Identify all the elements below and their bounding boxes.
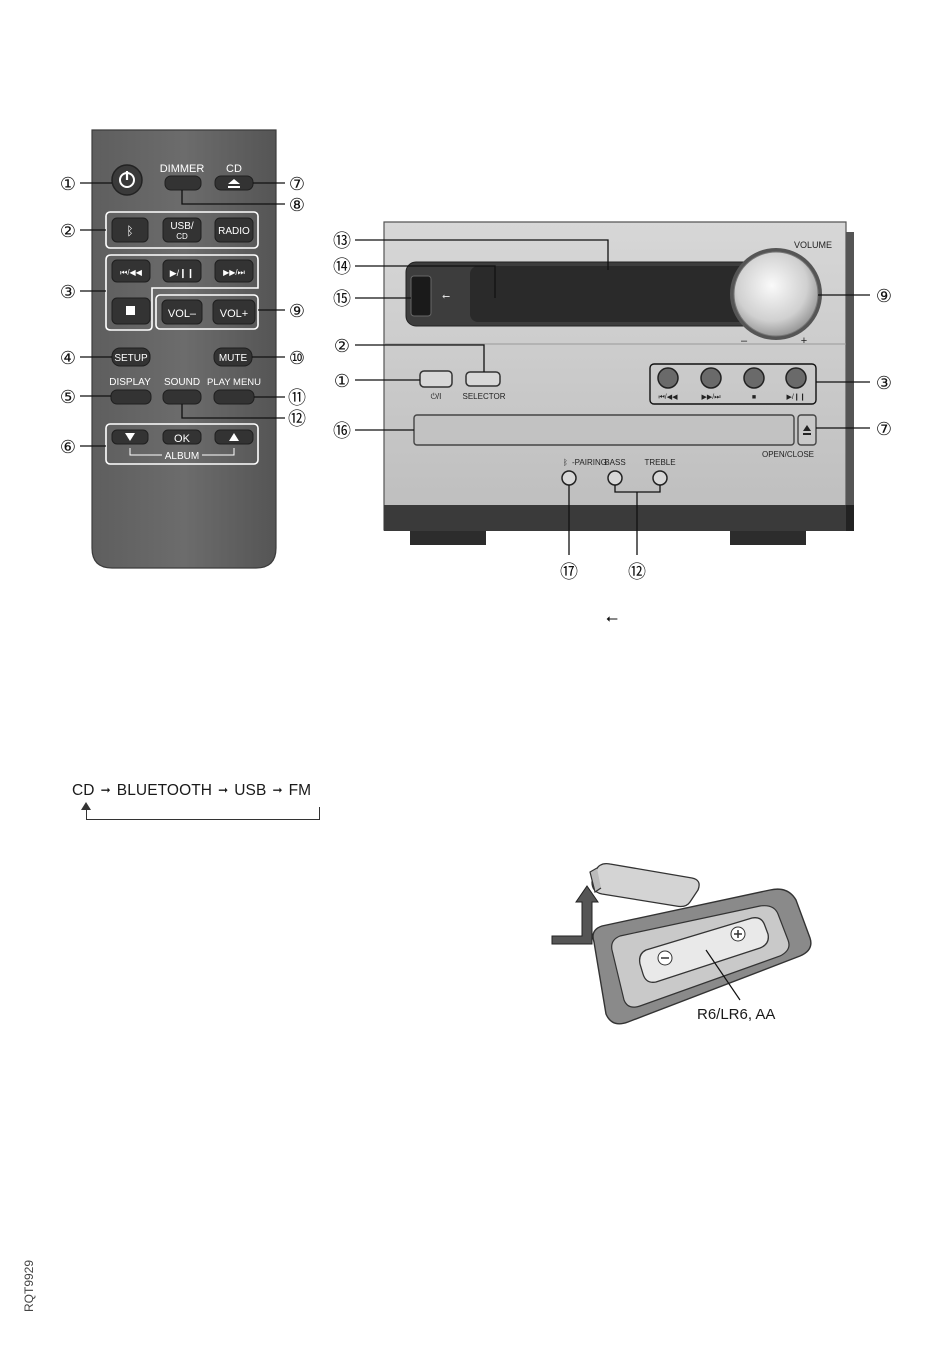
callout-15: ⑮ [333,289,351,309]
play-menu-label: PLAY MENU [207,377,261,388]
vol-plus-label: VOL+ [220,308,248,320]
source-flow: CD ➞ BLUETOOTH ➞ USB ➞ FM [72,782,311,800]
battery-cover [592,864,699,907]
flow-item-fm: FM [289,782,312,800]
usb-symbol-text: ⭠ [606,610,618,627]
flow-item-cd: CD [72,782,95,800]
unit-stop-button [744,368,764,388]
treble-button [653,471,667,485]
setup-label: SETUP [114,353,148,364]
unit-callout-3: ③ [876,373,892,393]
volume-plus-label: + [801,335,807,347]
callout-2: ② [60,221,76,241]
pairing-label: -PAIRING [572,458,607,467]
unit-selector-button [466,372,500,386]
skip-fwd-label: ▶▶/⏭ [701,394,721,401]
volume-knob [734,252,818,336]
flow-return-arrowhead [81,802,91,810]
stop-icon [126,306,135,315]
treble-label: TREBLE [644,458,675,467]
remote-sound-button [163,390,201,404]
skip-fwd-icon: ▶▶/⏭ [223,268,245,277]
unit-callout-12: ⑫ [628,562,646,582]
document-code: RQT9929 [22,1260,36,1312]
stop-label: ■ [752,394,756,401]
unit-power-button [420,371,452,387]
play-pause-label: ▶/❙❙ [786,393,805,401]
vol-minus-label: VOL– [168,308,197,320]
callout-6: ⑥ [60,437,76,457]
callout-3: ③ [60,282,76,302]
remote-play-menu-button [214,390,254,404]
disc-slot [414,415,794,445]
bass-label: BASS [604,458,625,467]
right-foot [730,531,806,545]
pairing-button [562,471,576,485]
bass-button [608,471,622,485]
bluetooth-icon: ᛒ [126,224,133,238]
callout-16: ⑯ [333,421,351,441]
remote-dimmer-button [165,176,201,190]
selector-label: SELECTOR [463,392,506,401]
usb-cd-label-2: CD [176,232,188,241]
power-label: ⏻/I [431,392,442,401]
unit-skip-fwd-button [701,368,721,388]
main-unit-illustration: ⭠ VOLUME – + ⏻/I SELECTOR ⏮/◀◀ ▶▶/⏭ ■ ▶/… [330,200,920,590]
usb-icon: ⭠ [442,291,450,302]
usb-cd-label-1: USB/ [170,221,194,232]
bluetooth-icon-unit: ᛒ [563,458,568,467]
callout-7: ⑦ [289,174,305,194]
skip-back-icon: ⏮/◀◀ [120,268,143,277]
ok-label: OK [174,433,191,445]
callout-10: ⑩ [289,348,305,368]
radio-label: RADIO [218,226,250,237]
callout-14: ⑭ [333,257,351,277]
volume-label: VOLUME [794,240,832,250]
callout-11: ⑪ [288,388,306,408]
unit-callout-2: ② [334,336,350,356]
unit-callout-7: ⑦ [876,419,892,439]
callout-9: ⑨ [289,301,305,321]
volume-minus-label: – [741,335,748,347]
play-pause-icon: ▶/❙❙ [170,268,195,279]
flow-item-usb: USB [234,782,266,800]
flow-arrow-1: ➞ [101,783,111,797]
display-window [470,266,756,322]
battery-type-label: R6/LR6, AA [697,1006,775,1023]
flow-arrow-2: ➞ [218,783,228,797]
unit-skip-back-button [658,368,678,388]
dimmer-label: DIMMER [160,163,205,175]
unit-callout-9: ⑨ [876,286,892,306]
unit-callout-1: ① [334,371,350,391]
callout-12: ⑫ [288,409,306,429]
flow-arrow-3: ➞ [272,783,282,797]
flow-return-line [86,807,320,820]
skip-back-label: ⏮/◀◀ [658,394,678,401]
callout-17: ⑰ [560,562,578,582]
callout-4: ④ [60,348,76,368]
callout-1: ① [60,174,76,194]
callout-8: ⑧ [289,195,305,215]
left-foot [410,531,486,545]
callout-5: ⑤ [60,387,76,407]
open-close-label: OPEN/CLOSE [762,450,814,459]
usb-port [411,276,431,316]
display-label: DISPLAY [109,377,151,388]
cd-label: CD [226,163,242,175]
remote-control-illustration: DIMMER CD ᛒ USB/ CD RADIO ⏮/◀◀ ▶/❙❙ ▶▶/⏭… [0,0,330,600]
remote-display-button [111,390,151,404]
callout-13: ⑬ [333,231,351,251]
album-label: ALBUM [165,451,199,462]
mute-label: MUTE [219,353,248,364]
sound-label: SOUND [164,377,200,388]
cover-removal-arrow [552,886,598,944]
flow-item-bluetooth: BLUETOOTH [117,782,212,800]
battery-insertion-illustration [545,858,820,1038]
unit-play-pause-button [786,368,806,388]
